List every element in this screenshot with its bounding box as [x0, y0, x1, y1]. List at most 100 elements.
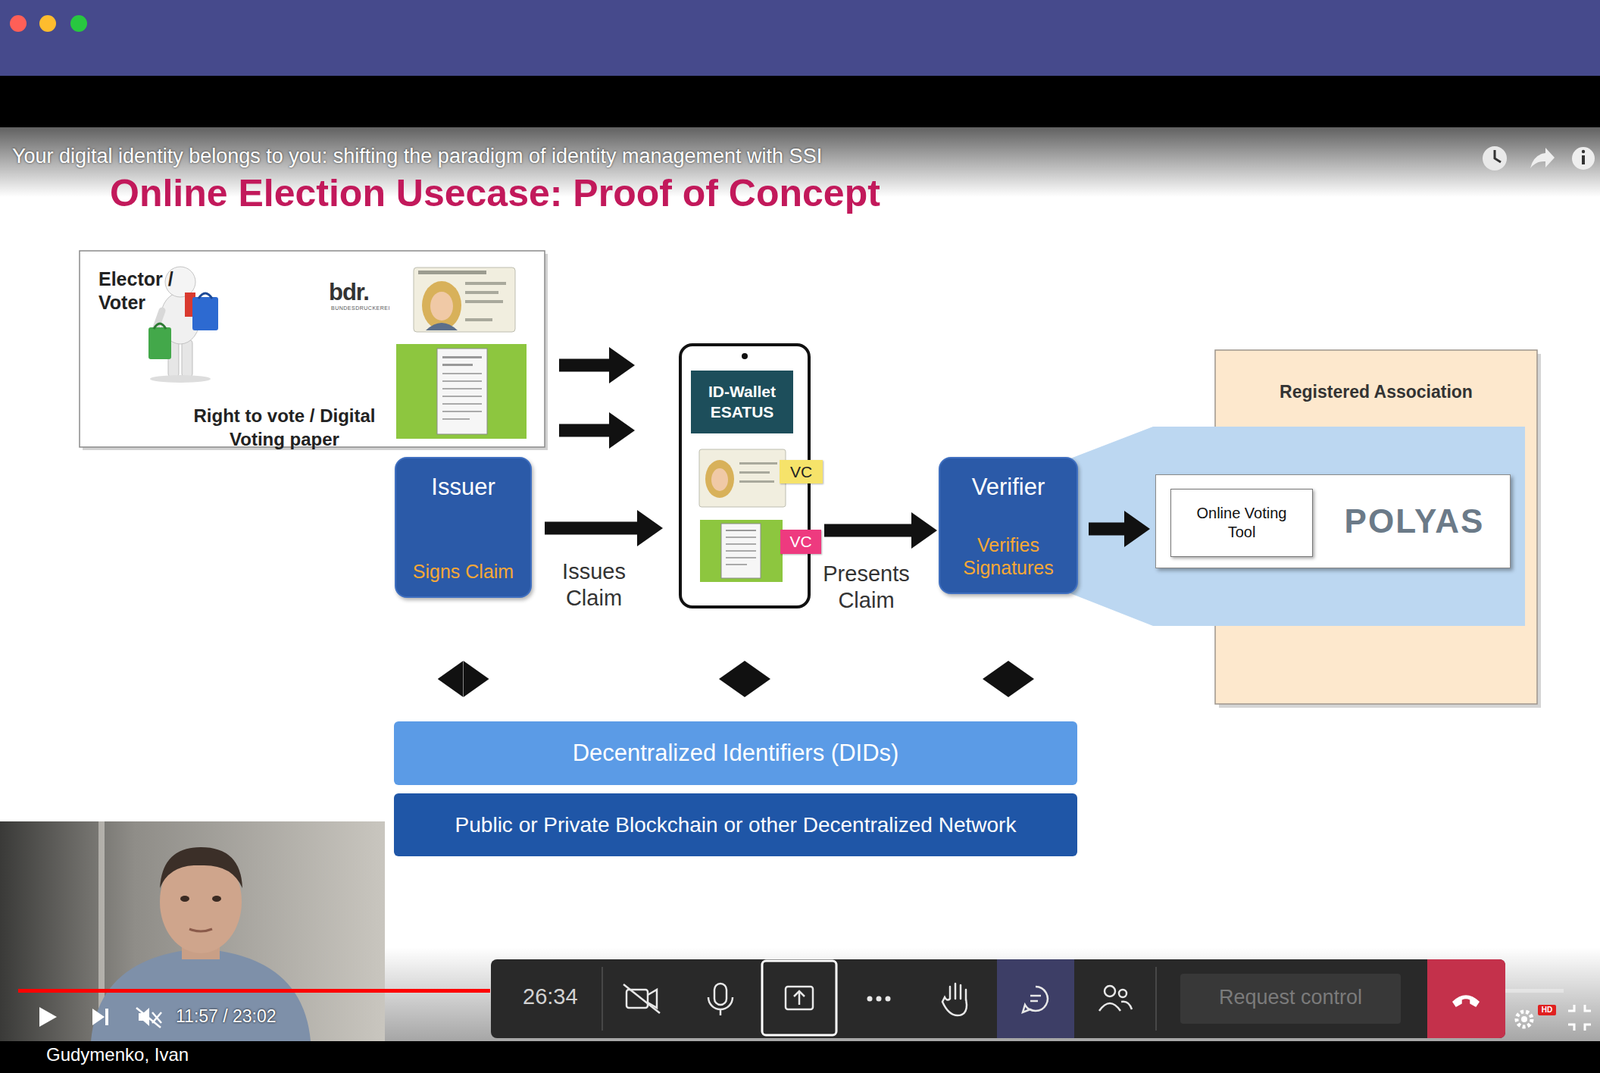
voter-figure [150, 375, 211, 383]
black-band [0, 75, 1600, 128]
player-controls [92, 1008, 105, 1025]
smartphone [725, 529, 757, 532]
bottom-strip [0, 1040, 1600, 1073]
smartphone [699, 449, 786, 507]
id-card-image [418, 270, 487, 275]
edge-label: Issues Claim [559, 558, 629, 612]
window-titlebar [0, 0, 1600, 76]
tag-text: VC [790, 462, 813, 482]
voting-paper-image [442, 418, 470, 420]
toolbar-icons [623, 983, 1479, 1016]
call-toolbar [996, 959, 1075, 1038]
voting-system-box: POLYASOnline Voting Tool [1155, 474, 1511, 569]
slide-background [0, 127, 1600, 1041]
window-titlebar [39, 15, 57, 32]
did-band: Decentralized Identifiers (DIDs) [393, 721, 1078, 785]
black-band [0, 75, 1600, 128]
slide-title: Online Election Usecase: Proof of Concep… [109, 171, 881, 216]
block-arrow [559, 359, 610, 372]
player-settings-icons [1516, 1011, 1532, 1027]
call-toolbar [1427, 959, 1506, 1038]
button-label: Request control [1180, 985, 1401, 1010]
block-arrow [1088, 522, 1125, 536]
presenter-video [0, 821, 385, 1041]
node-heading: Elector / Voter [98, 267, 205, 316]
voter-figure [192, 296, 219, 331]
player-settings-icons [1568, 1004, 1591, 1031]
node-subtitle: Signs Claim [412, 559, 514, 583]
presenter-video [0, 821, 385, 1041]
id-card-image [430, 291, 454, 321]
node-heading: Issuer [431, 473, 495, 501]
id-card-image [413, 267, 516, 332]
voting-paper-image [396, 343, 527, 439]
voting-paper-image [442, 380, 482, 382]
voting-paper-image [442, 403, 482, 405]
smartphone [725, 550, 757, 552]
band-text: Public or Private Blockchain or other De… [455, 812, 1017, 838]
presenter-video [159, 846, 243, 888]
logo-text: bdr. [328, 278, 369, 307]
toolbar-icons [1099, 1003, 1121, 1011]
call-toolbar [490, 959, 1506, 1038]
toolbar-icons [1118, 989, 1127, 997]
id-card-image [413, 267, 516, 332]
connector-group [463, 365, 1125, 679]
elector-box: Elector / VoterRight to vote / Digital V… [79, 250, 545, 447]
band-text: Decentralized Identifiers (DIDs) [572, 739, 900, 767]
verifier-scope-band [1060, 426, 1525, 626]
window-titlebar [9, 15, 27, 32]
toolbar-icons [1453, 995, 1479, 1007]
toolbar-icons [798, 991, 801, 1005]
association-box: Registered AssociationPOLYASOnline Votin… [1215, 350, 1538, 704]
toolbar-icons [714, 983, 727, 1005]
toolbar-icons [867, 996, 873, 1002]
edge-label: Presents Claim [820, 560, 912, 614]
verifier-scope-band [1060, 426, 1525, 626]
player-settings-icons [1537, 1004, 1557, 1016]
id-card-image [465, 318, 493, 322]
player-controls [136, 1007, 161, 1028]
player-controls [39, 1006, 57, 1027]
node-subtitle: Verifies Signatures [947, 533, 1069, 579]
toolbar-icons [1121, 1001, 1132, 1010]
logo-subtext: BUNDESDRUCKEREI [331, 305, 391, 311]
participant-name: Gudymenko, Ivan [46, 1043, 189, 1066]
smartphone [739, 462, 778, 465]
bottom-strip [0, 1040, 1600, 1073]
player-controls [39, 1006, 162, 1028]
voting-paper-image [442, 387, 482, 390]
voter-figure [198, 293, 213, 299]
player-top-icons [1494, 150, 1501, 163]
voting-paper-image [437, 348, 488, 435]
id-card-image [465, 300, 504, 304]
voter-figure [148, 327, 172, 360]
smartphone [741, 353, 748, 360]
player-top-icons [1571, 146, 1595, 170]
voting-paper-image [442, 372, 482, 375]
smartphone [725, 556, 757, 559]
call-toolbar [601, 966, 604, 1031]
toolbar-icons [623, 984, 660, 1013]
tool-box: Online Voting Tool [1170, 488, 1313, 557]
credential-tag: VC [779, 459, 823, 484]
id-card-image [465, 281, 507, 285]
voting-paper-image [442, 363, 473, 366]
call-toolbar [490, 959, 1506, 1038]
smartphone [721, 523, 761, 579]
smartphone [739, 471, 770, 474]
progress-bar [18, 988, 491, 993]
player-top-icons [1530, 147, 1555, 169]
node-text: Online Voting Tool [1181, 503, 1302, 542]
tag-text: VC [789, 532, 812, 551]
block-arrow [824, 524, 912, 538]
network-band: Public or Private Blockchain or other De… [393, 793, 1078, 857]
smartphone [700, 519, 783, 582]
player-top-icons [1482, 146, 1507, 171]
issuer-box: IssuerSigns Claim [394, 456, 532, 598]
call-timer: 26:34 [522, 984, 579, 1010]
slide-background [0, 127, 1600, 1041]
voting-paper-image [442, 395, 482, 397]
